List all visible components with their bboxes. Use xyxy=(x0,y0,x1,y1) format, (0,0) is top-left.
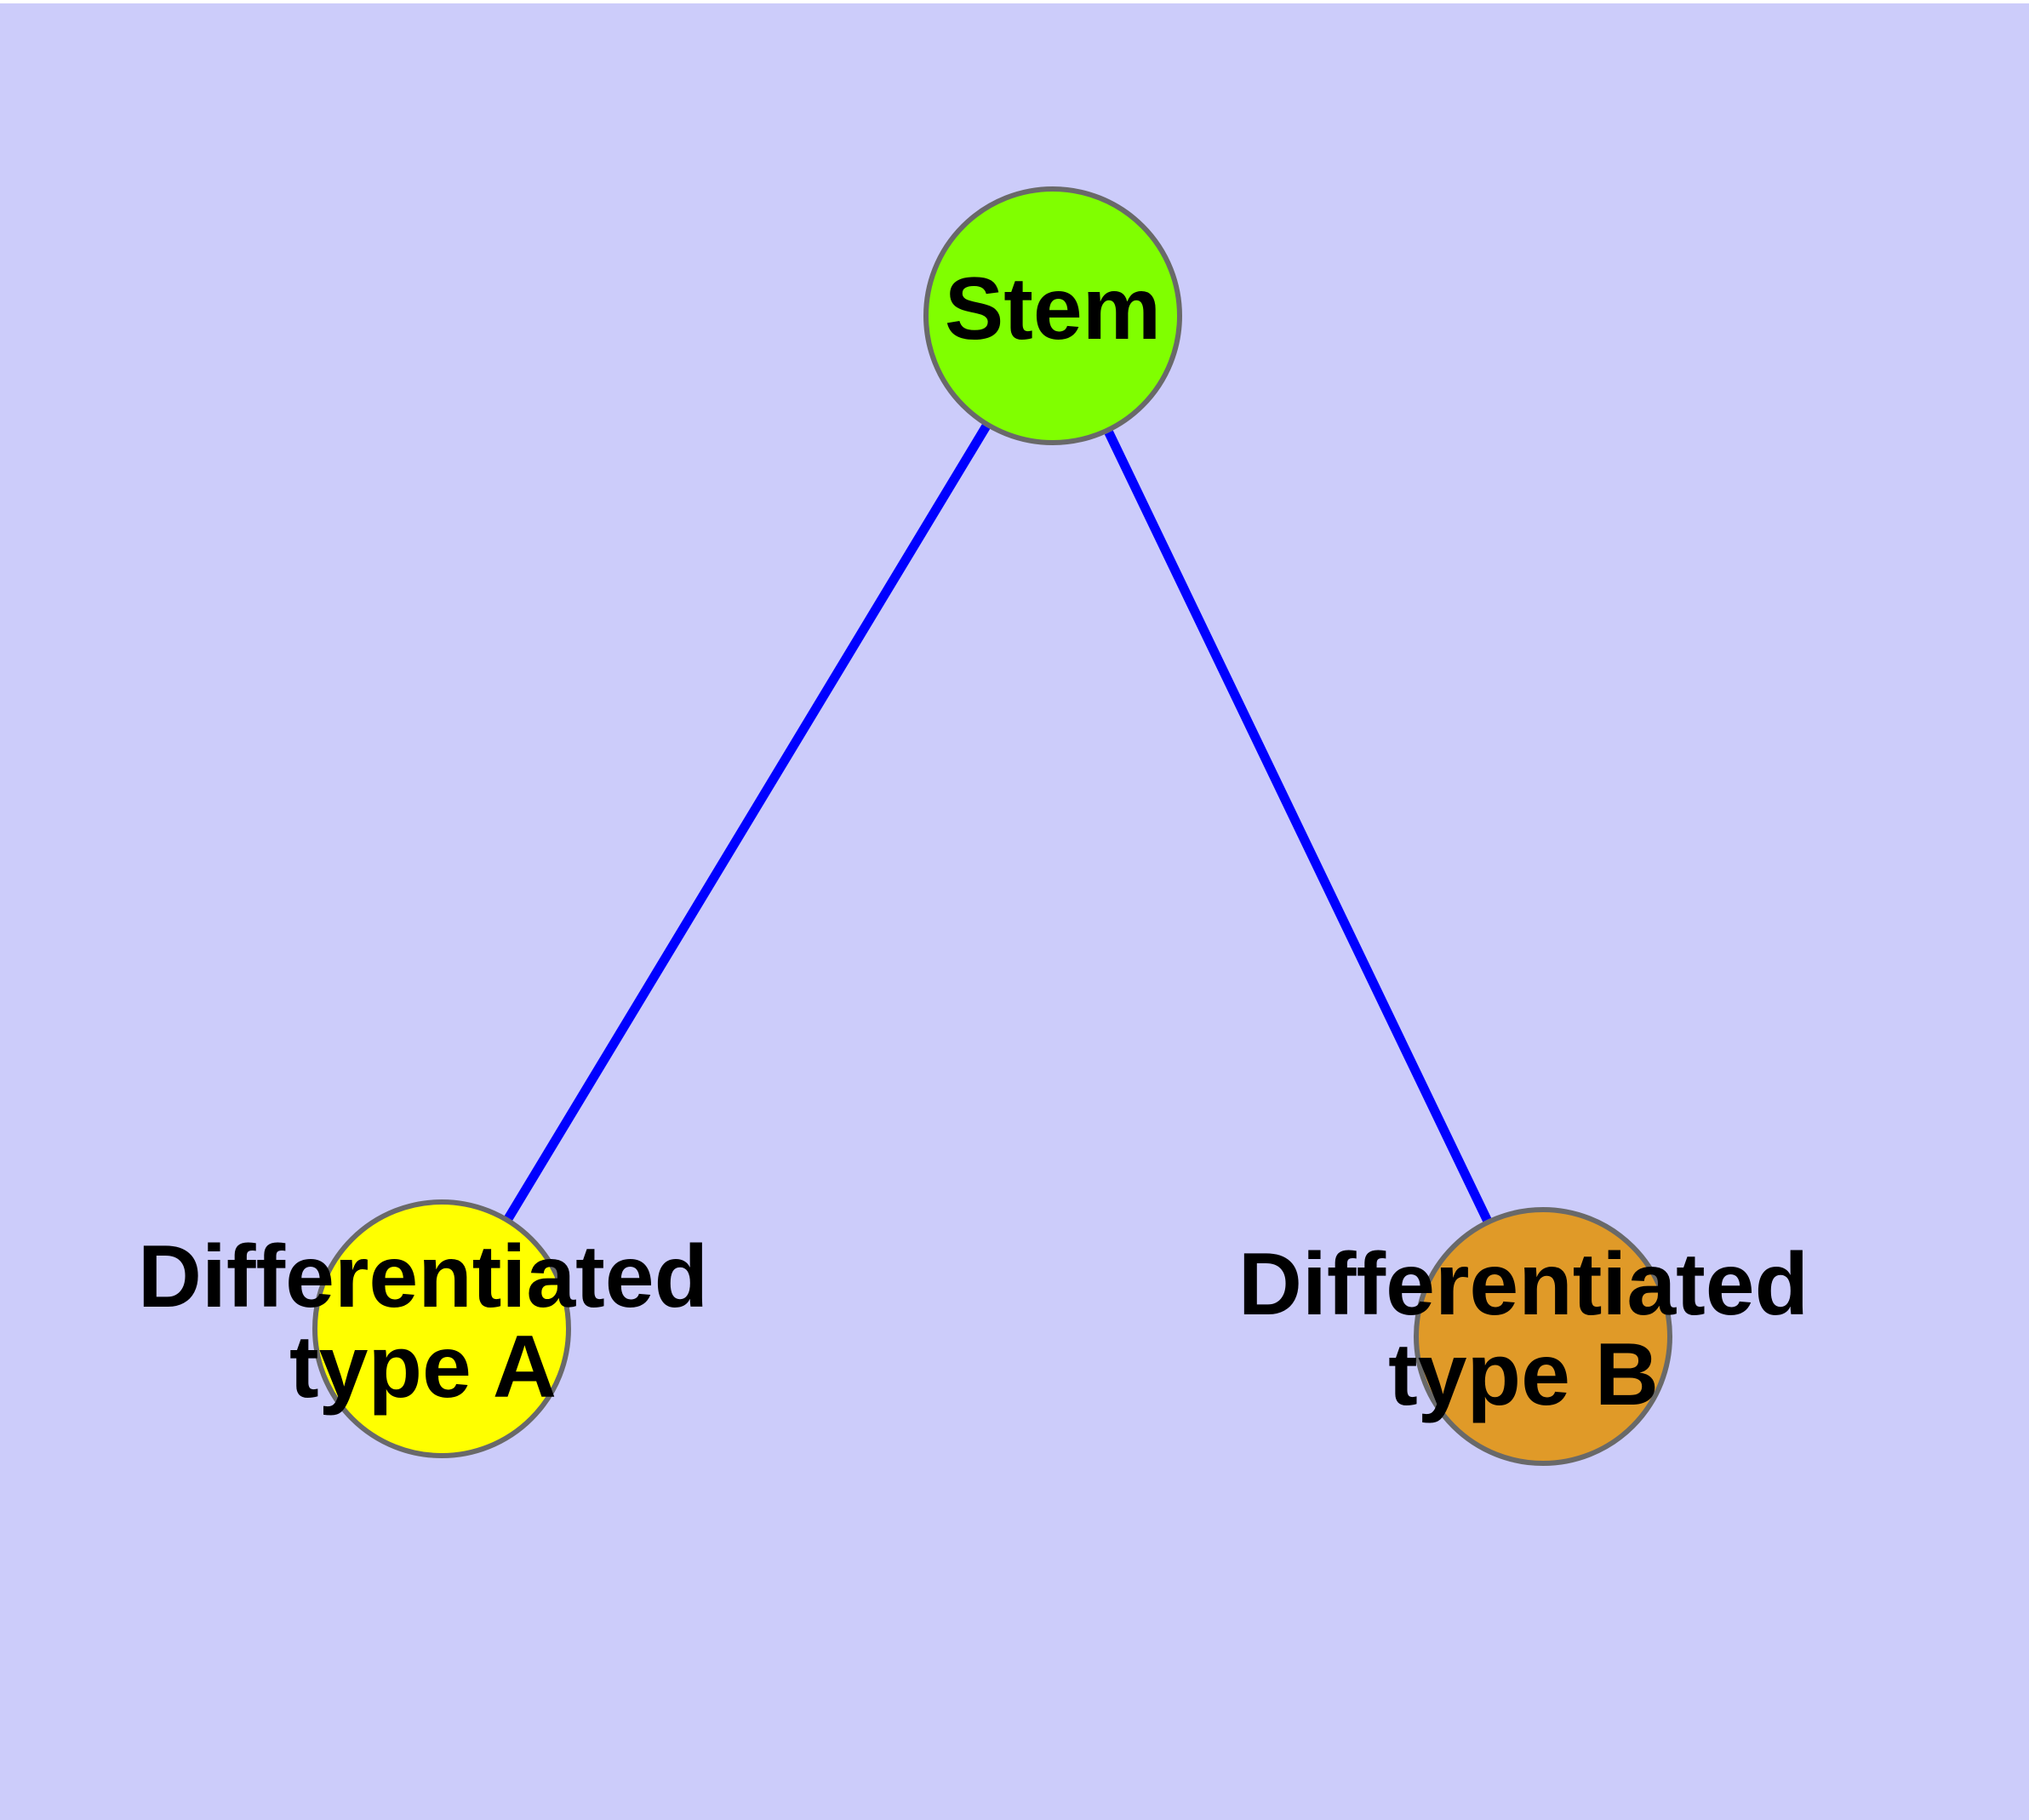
node-differentiated-type-b-circle[interactable] xyxy=(1414,1207,1672,1466)
node-label-line: Stem xyxy=(945,260,1161,358)
node-label-line: Differentiated xyxy=(1238,1235,1809,1334)
node-label-line: type A xyxy=(289,1319,557,1417)
node-stem-circle[interactable] xyxy=(923,186,1182,445)
edge-stem-to-differentiated-type-a[interactable] xyxy=(437,313,1057,1331)
edge-stem-to-differentiated-type-b[interactable] xyxy=(1049,313,1547,1339)
node-label-line: Differentiated xyxy=(138,1228,708,1326)
node-stem[interactable]: Stem xyxy=(923,186,1182,445)
node-stem-label: Stem xyxy=(945,260,1161,358)
top-edge-strip xyxy=(0,0,2029,3)
edges-group xyxy=(437,313,1547,1339)
node-label-line: type B xyxy=(1388,1326,1659,1425)
node-differentiated-type-a-circle[interactable] xyxy=(312,1199,571,1458)
